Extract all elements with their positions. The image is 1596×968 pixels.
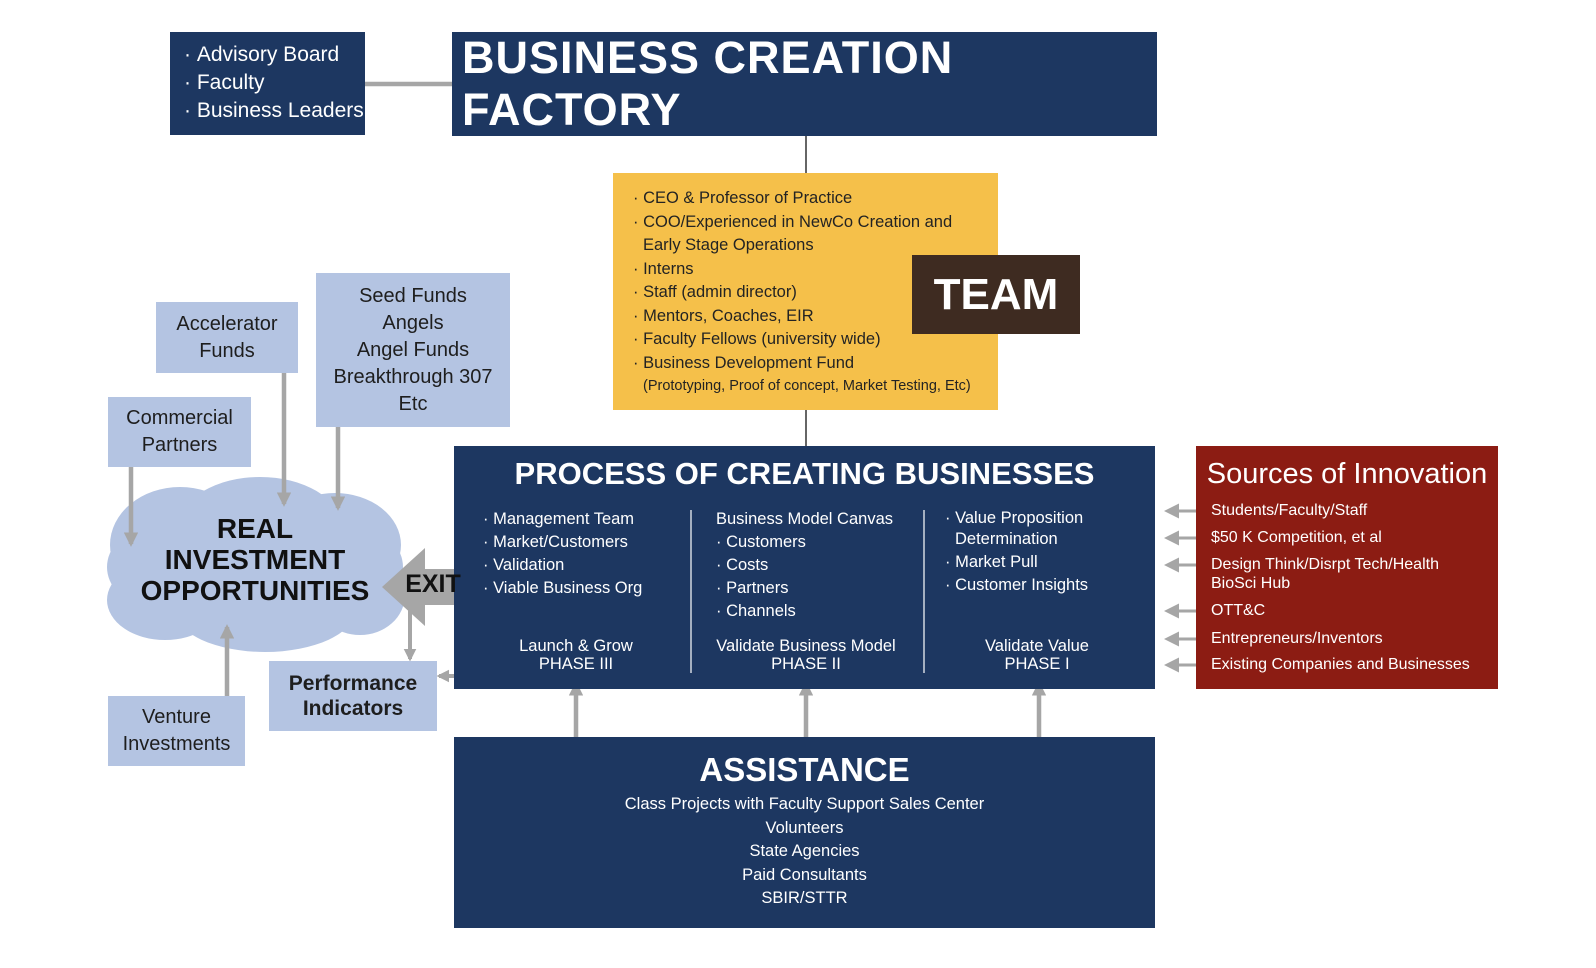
exit-arrow [382,548,476,626]
accelerator-line: Funds [199,339,255,362]
sources-title: Sources of Innovation [1206,458,1488,490]
venture-investments-box: Venture Investments [108,696,245,766]
advisory-box: Advisory Board Faculty Business Leaders [170,32,365,135]
phase-1-label: Validate Value PHASE I [937,637,1137,673]
seed-funds-box: Seed Funds Angels Angel Funds Breakthrou… [316,273,510,427]
assistance-item: Paid Consultants [742,865,867,884]
phase-2-label: Validate Business Model PHASE II [706,637,906,673]
commercial-line: Commercial [126,407,233,429]
team-item-note-text: (Prototyping, Proof of concept, Market T… [643,378,971,394]
process-column-2-heading: Business Model Canvas [716,510,894,528]
process-item: Market Pull [945,552,1088,573]
source-item: Existing Companies and Businesses [1211,656,1470,673]
factory-title: BUSINESS CREATION FACTORY [452,32,1157,136]
phase-name: Validate Value [985,637,1089,655]
team-item: COO/Experienced in NewCo Creation and [633,211,998,235]
cloud-line: OPPORTUNITIES [140,575,370,606]
seed-line: Seed Funds [359,284,467,307]
phase-number: PHASE II [771,655,841,673]
team-item: Interns [633,258,998,282]
process-item: Customer Insights [945,575,1088,596]
team-item: Business Development Fund [633,352,998,376]
source-item: Entrepreneurs/Inventors [1211,630,1383,647]
source-item: Design Think/Disrpt Tech/Health [1211,556,1439,573]
cloud-line: REAL [216,513,294,544]
assistance-item: SBIR/STTR [761,889,848,907]
team-item: Mentors, Coaches, EIR [633,305,998,329]
assistance-list: Class Projects with Faculty Support Sale… [454,793,1155,911]
seed-line: Etc [398,392,428,415]
performance-indicators-box: Performance Indicators [269,661,437,731]
process-item: Validation [483,554,642,577]
source-item: $50 K Competition, et al [1211,529,1382,546]
accelerator-line: Accelerator [176,312,278,335]
process-item-continued: Determination [945,529,1088,550]
team-item-continued: Early Stage Operations [633,234,998,258]
process-item: Channels [716,600,893,623]
sources-box: Sources of Innovation Students/Faculty/S… [1196,446,1498,689]
assistance-item: State Agencies [749,842,860,860]
performance-line: Performance [288,672,418,695]
assistance-box: ASSISTANCE Class Projects with Faculty S… [454,737,1155,928]
process-title: PROCESS OF CREATING BUSINESSES [514,456,1095,491]
process-item: Value Proposition [945,508,1088,529]
commercial-partners-box: Commercial Partners [108,397,251,467]
team-item-continued-text: Early Stage Operations [643,236,814,254]
source-item: Students/Faculty/Staff [1211,502,1368,519]
phase-name: Validate Business Model [716,637,896,655]
process-item: Market/Customers [483,531,642,554]
venture-line: Investments [122,733,231,755]
process-item: Costs [716,554,893,577]
process-column-2: Business Model Canvas Customers Costs Pa… [716,508,893,623]
process-column-3: Value Proposition Determination Market P… [945,508,1088,596]
team-item: Faculty Fellows (university wide) [633,328,998,352]
phase-3-label: Launch & Grow PHASE III [476,637,676,673]
exit-label: EXIT [405,570,461,598]
team-item: CEO & Professor of Practice [633,187,998,211]
accelerator-funds-box: Accelerator Funds [156,302,298,373]
advisory-item: Faculty [184,69,365,97]
process-item: Management Team [483,508,642,531]
process-item: Partners [716,577,893,600]
team-item: Staff (admin director) [633,281,998,305]
real-investment-opportunities-label: REAL INVESTMENT OPPORTUNITIES [110,513,400,606]
seed-line: Breakthrough 307 [333,365,493,388]
team-label: TEAM [912,255,1080,334]
assistance-item: Volunteers [765,818,844,837]
cloud-line: INVESTMENT [164,544,346,575]
process-item: Customers [716,531,893,554]
phase-name: Launch & Grow [519,637,633,655]
seed-line: Angel Funds [356,338,470,361]
performance-line: Indicators [302,697,404,720]
source-item-continued: BioSci Hub [1211,575,1291,592]
process-item: Viable Business Org [483,577,642,600]
assistance-item: Class Projects with Faculty Support Sale… [624,795,985,813]
source-item: OTT&C [1211,602,1266,619]
team-item-note: (Prototyping, Proof of concept, Market T… [633,375,998,399]
phase-number: PHASE I [1004,655,1070,673]
seed-line: Angels [382,311,444,334]
phase-number: PHASE III [538,655,614,673]
process-column-1: Management Team Market/Customers Validat… [483,508,642,600]
venture-line: Venture [142,706,211,728]
advisory-item: Advisory Board [184,41,365,69]
process-item-continued-text: Determination [955,530,1058,548]
advisory-item: Business Leaders [184,97,365,125]
commercial-line: Partners [141,434,218,456]
assistance-title: ASSISTANCE [699,751,910,788]
